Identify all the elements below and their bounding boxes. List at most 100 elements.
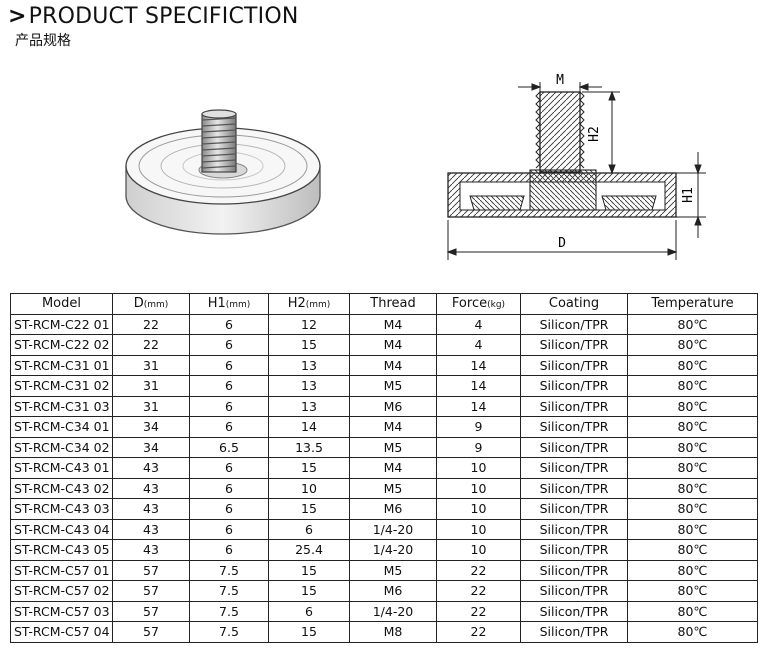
cell-force: 4 bbox=[436, 334, 521, 356]
cell-model: ST-RCM-C43 05 bbox=[10, 539, 113, 561]
cell-coating: Silicon/TPR bbox=[520, 580, 628, 602]
cell-d: 34 bbox=[112, 436, 190, 458]
cell-force: 10 bbox=[436, 477, 521, 499]
page-header: >PRODUCT SPECIFICTION bbox=[8, 4, 299, 30]
cell-h2: 6 bbox=[268, 600, 350, 622]
cell-thread: 1/4-20 bbox=[349, 518, 437, 540]
cell-model: ST-RCM-C57 04 bbox=[10, 621, 113, 643]
cell-thread: M4 bbox=[349, 354, 437, 376]
cell-h2: 12 bbox=[268, 313, 350, 335]
cell-h1: 6.5 bbox=[189, 436, 269, 458]
cell-force: 22 bbox=[436, 580, 521, 602]
cell-thread: M6 bbox=[349, 498, 437, 520]
cell-thread: M6 bbox=[349, 580, 437, 602]
cell-force: 22 bbox=[436, 559, 521, 581]
col-header-h1: H1(mm) bbox=[189, 293, 269, 315]
cell-d: 57 bbox=[112, 621, 190, 643]
page-title-text: PRODUCT SPECIFICTION bbox=[28, 4, 299, 29]
cell-d: 43 bbox=[112, 477, 190, 499]
cell-model: ST-RCM-C57 03 bbox=[10, 600, 113, 622]
cell-h2: 15 bbox=[268, 334, 350, 356]
cell-h1: 6 bbox=[189, 395, 269, 417]
col-header-d: D(mm) bbox=[112, 293, 190, 315]
cell-d: 43 bbox=[112, 457, 190, 479]
cell-model: ST-RCM-C31 01 bbox=[10, 354, 113, 376]
cell-force: 10 bbox=[436, 498, 521, 520]
cell-coating: Silicon/TPR bbox=[520, 518, 628, 540]
cell-force: 14 bbox=[436, 354, 521, 376]
cell-h1: 7.5 bbox=[189, 600, 269, 622]
cell-coating: Silicon/TPR bbox=[520, 416, 628, 438]
cell-d: 43 bbox=[112, 539, 190, 561]
cell-thread: M6 bbox=[349, 395, 437, 417]
cell-h1: 6 bbox=[189, 334, 269, 356]
cell-coating: Silicon/TPR bbox=[520, 354, 628, 376]
cell-d: 43 bbox=[112, 498, 190, 520]
cell-thread: M5 bbox=[349, 559, 437, 581]
cell-d: 34 bbox=[112, 416, 190, 438]
cell-d: 31 bbox=[112, 395, 190, 417]
cell-h2: 15 bbox=[268, 559, 350, 581]
cell-d: 57 bbox=[112, 559, 190, 581]
cell-h1: 6 bbox=[189, 313, 269, 335]
cell-force: 4 bbox=[436, 313, 521, 335]
cell-coating: Silicon/TPR bbox=[520, 539, 628, 561]
cell-temperature: 80℃ bbox=[627, 334, 758, 356]
cell-temperature: 80℃ bbox=[627, 457, 758, 479]
product-image bbox=[125, 109, 321, 235]
cell-thread: 1/4-20 bbox=[349, 539, 437, 561]
cell-h2: 14 bbox=[268, 416, 350, 438]
cell-h1: 6 bbox=[189, 477, 269, 499]
cell-temperature: 80℃ bbox=[627, 436, 758, 458]
cell-model: ST-RCM-C31 02 bbox=[10, 375, 113, 397]
cell-model: ST-RCM-C43 03 bbox=[10, 498, 113, 520]
cell-h2: 15 bbox=[268, 457, 350, 479]
cell-thread: 1/4-20 bbox=[349, 600, 437, 622]
cell-force: 10 bbox=[436, 518, 521, 540]
cell-h2: 10 bbox=[268, 477, 350, 499]
cell-force: 14 bbox=[436, 375, 521, 397]
col-header-temperature: Temperature bbox=[627, 293, 758, 315]
cell-thread: M4 bbox=[349, 334, 437, 356]
cell-h2: 15 bbox=[268, 580, 350, 602]
cell-model: ST-RCM-C31 03 bbox=[10, 395, 113, 417]
col-header-coating: Coating bbox=[520, 293, 628, 315]
cell-temperature: 80℃ bbox=[627, 395, 758, 417]
cell-h1: 6 bbox=[189, 457, 269, 479]
col-header-force: Force(kg) bbox=[436, 293, 521, 315]
cell-h1: 7.5 bbox=[189, 559, 269, 581]
cell-coating: Silicon/TPR bbox=[520, 559, 628, 581]
cell-force: 9 bbox=[436, 436, 521, 458]
col-header-h2: H2(mm) bbox=[268, 293, 350, 315]
cell-force: 22 bbox=[436, 600, 521, 622]
cell-d: 43 bbox=[112, 518, 190, 540]
cell-coating: Silicon/TPR bbox=[520, 375, 628, 397]
cell-thread: M5 bbox=[349, 375, 437, 397]
page-subtitle: 产品规格 bbox=[15, 33, 71, 49]
cell-model: ST-RCM-C22 01 bbox=[10, 313, 113, 335]
spec-table: Model D(mm) H1(mm) H2(mm) Thread Force(k… bbox=[10, 293, 758, 643]
cell-thread: M5 bbox=[349, 436, 437, 458]
cell-h1: 6 bbox=[189, 354, 269, 376]
cell-model: ST-RCM-C43 04 bbox=[10, 518, 113, 540]
cell-coating: Silicon/TPR bbox=[520, 334, 628, 356]
cell-coating: Silicon/TPR bbox=[520, 313, 628, 335]
cell-h1: 6 bbox=[189, 416, 269, 438]
table-header-row: Model D(mm) H1(mm) H2(mm) Thread Force(k… bbox=[10, 293, 758, 315]
cell-coating: Silicon/TPR bbox=[520, 457, 628, 479]
dim-label-h2: H2 bbox=[587, 126, 602, 142]
cell-model: ST-RCM-C22 02 bbox=[10, 334, 113, 356]
cell-force: 9 bbox=[436, 416, 521, 438]
cell-thread: M4 bbox=[349, 416, 437, 438]
